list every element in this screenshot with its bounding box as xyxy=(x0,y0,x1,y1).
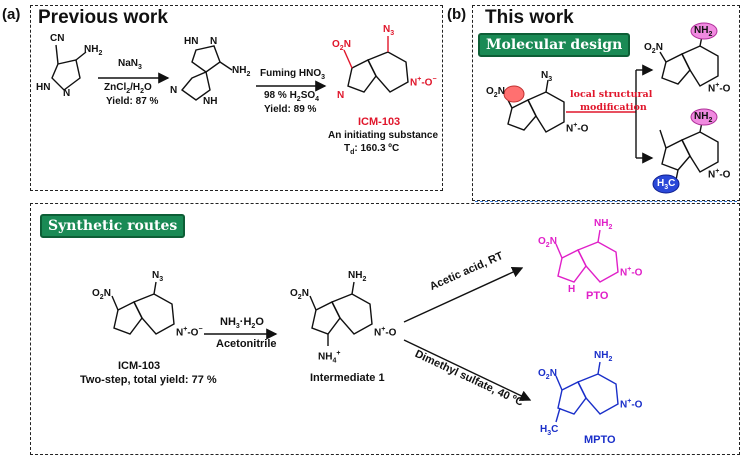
syn-int-nh4: NH4+ xyxy=(318,350,341,365)
previous-work-title: Previous work xyxy=(38,7,168,28)
pto-n-oxide: N+-O xyxy=(620,266,643,279)
pto-nh2: NH2 xyxy=(594,218,613,231)
mpto-triazine xyxy=(577,373,619,415)
syn-int-nh2: NH2 xyxy=(348,270,367,283)
this-work-frame xyxy=(472,5,740,201)
design-bottom-n-oxide: N+-O xyxy=(708,168,731,181)
panel-b-label: (b) xyxy=(447,6,467,23)
pto-name: PTO xyxy=(586,290,609,302)
pto-triazine xyxy=(577,241,619,283)
int-tetrazole-n: N xyxy=(170,85,178,96)
int-tetrazole-nh: NH xyxy=(203,96,218,107)
icm103-o2n: O2N xyxy=(332,39,351,52)
step1-yield: Yield: 87 % xyxy=(106,96,159,107)
mpto-name: MPTO xyxy=(584,434,616,446)
syn-icm103-o2n: O2N xyxy=(92,288,111,301)
arrow-to-pto xyxy=(403,266,524,323)
previous-work-frame xyxy=(30,5,443,191)
modification-label-1: local structural xyxy=(570,89,653,100)
design-top-nh2: NH2 xyxy=(694,25,713,38)
design-bottom-nh2: NH2 xyxy=(694,111,713,124)
syn-int-n-oxide: N+-O xyxy=(374,326,397,339)
icm103-description: An initiating substance xyxy=(328,130,439,141)
syn-icm103-yield: Two-step, total yield: 77 % xyxy=(80,374,217,386)
sm-nh2-label: NH2 xyxy=(84,44,103,57)
design-core-triazine xyxy=(527,91,565,133)
step1-reagent: NaN3 xyxy=(118,58,142,71)
syn-step1-solvent: Acetonitrile xyxy=(216,338,277,350)
modification-label-2: modification xyxy=(580,102,647,113)
h3c-highlight xyxy=(652,174,680,194)
step2-reagent: Fuming HNO3 xyxy=(260,68,326,81)
synthetic-routes-badge: Synthetic routes xyxy=(40,214,186,238)
icm103-triazine xyxy=(367,51,409,93)
pyrazole-ring-1 xyxy=(51,59,81,91)
arrow-to-mpto xyxy=(403,339,532,401)
dash-dot-divider xyxy=(475,201,737,202)
nh2-highlight-top xyxy=(690,22,718,40)
icm103-pyrazole xyxy=(347,59,377,93)
sm-hn-label: HN xyxy=(36,82,51,93)
pto-h: H xyxy=(568,284,576,295)
step1-solvent: ZnCl2/H2O xyxy=(104,82,152,95)
design-n-oxide: N+-O xyxy=(566,122,589,135)
int-nh2-label: NH2 xyxy=(232,65,251,78)
syn-int-o2n: O2N xyxy=(290,288,309,301)
syn-icm103-name: ICM-103 xyxy=(118,360,161,372)
design-h3c: H3C xyxy=(657,178,676,191)
int-hn-label: HN xyxy=(184,36,199,47)
design-core-pyrazole xyxy=(507,99,537,131)
icm103-td: Td: 160.3 ºC xyxy=(344,143,400,156)
sm-cn-label: CN xyxy=(50,33,65,44)
panel-a-label: (a) xyxy=(2,6,21,23)
design-top-o2n: O2N xyxy=(644,42,663,55)
design-o2n: O2N xyxy=(486,86,505,99)
design-top-n-oxide: N+-O xyxy=(708,82,731,95)
int-n-label: N xyxy=(210,36,218,47)
syn-step1-reagent: NH3·H2O xyxy=(220,316,264,331)
cn-bond xyxy=(55,44,59,65)
pto-pyrazole xyxy=(557,249,587,283)
nh2-highlight-bottom xyxy=(690,108,718,126)
molecular-design-badge: Molecular design xyxy=(478,33,631,57)
icm103-name: ICM-103 xyxy=(358,116,401,128)
mpto-n-oxide: N+-O xyxy=(620,398,643,411)
mpto-nh2: NH2 xyxy=(594,350,613,363)
mpto-pyrazole xyxy=(557,381,587,415)
mpto-h3c: H3C xyxy=(540,424,559,437)
pyrazole-ring-2 xyxy=(191,45,221,73)
design-n3: N3 xyxy=(541,70,553,83)
icm103-nh: N xyxy=(337,90,345,101)
sm-n-label: N xyxy=(63,88,71,99)
step2-yield: Yield: 89 % xyxy=(264,104,317,115)
syn-intermediate-name: Intermediate 1 xyxy=(310,372,385,384)
pto-o2n: O2N xyxy=(538,236,557,249)
syn-icm103-n-oxide: N+-O− xyxy=(176,326,203,339)
icm103-n-oxide: N+-O− xyxy=(410,76,437,89)
n3-highlight xyxy=(503,85,525,103)
synthetic-routes-frame xyxy=(30,203,740,455)
icm103-n3: N3 xyxy=(383,24,395,37)
syn-icm103-n3: N3 xyxy=(152,270,164,283)
this-work-title: This work xyxy=(485,7,574,28)
step2-acid: 98 % H2SO4 xyxy=(264,90,320,103)
tetrazole-ring xyxy=(180,71,211,101)
mpto-o2n: O2N xyxy=(538,368,557,381)
